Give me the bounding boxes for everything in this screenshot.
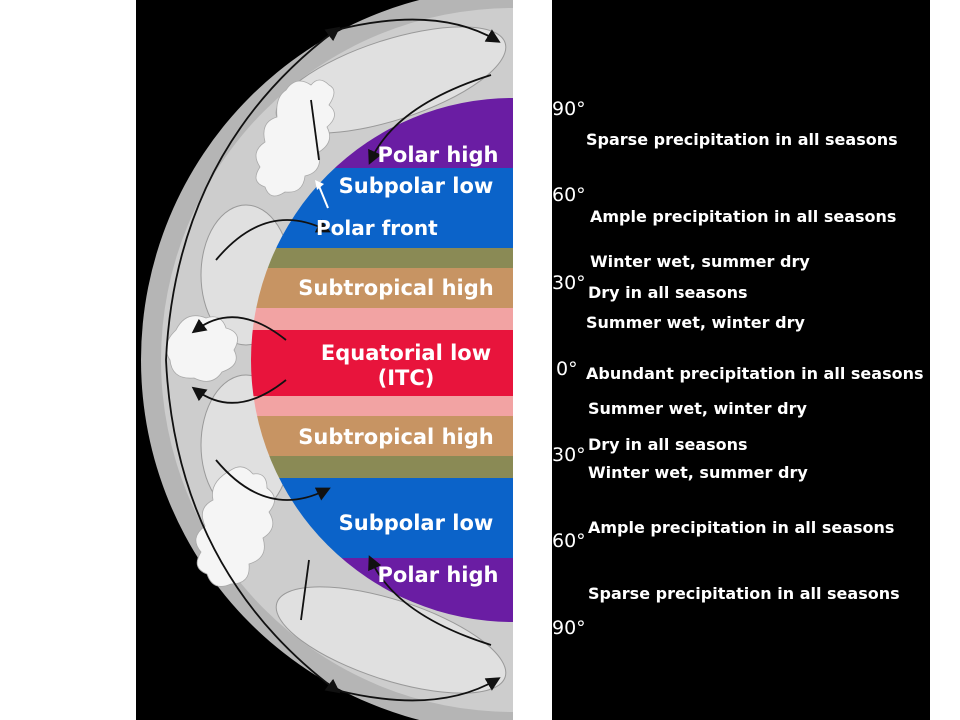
precipitation-label: Ample precipitation in all seasons <box>590 207 897 226</box>
latitude-label: 30° <box>552 272 586 294</box>
precipitation-label: Summer wet, winter dry <box>588 399 807 418</box>
label-subpolar-low-north: Subpolar low <box>339 174 494 198</box>
precipitation-panel: 90° 60° 30° 0° 30° 60° 90° Sparse precip… <box>552 0 930 720</box>
latitude-label: 90° <box>552 617 586 639</box>
circulation-arrows <box>165 18 501 702</box>
precipitation-label: Dry in all seasons <box>588 283 748 302</box>
latitude-label: 90° <box>552 98 586 120</box>
precipitation-label: Winter wet, summer dry <box>588 463 808 482</box>
latitude-label: 0° <box>556 358 578 380</box>
label-itc: (ITC) <box>378 366 435 390</box>
circulation-diagram-panel: Polar high Subpolar low Polar front Subt… <box>136 0 513 720</box>
band-subtropical-high-south <box>251 416 513 456</box>
latitude-label: 30° <box>552 444 586 466</box>
earth-circulation-diagram: Polar high Subpolar low Polar front Subt… <box>141 0 513 720</box>
cloud-shapes <box>165 79 335 587</box>
precipitation-label: Dry in all seasons <box>588 435 748 454</box>
label-subpolar-low-south: Subpolar low <box>339 511 494 535</box>
precipitation-label: Winter wet, summer dry <box>590 252 810 271</box>
label-polar-high-north: Polar high <box>378 143 499 167</box>
precipitation-label: Abundant precipitation in all seasons <box>586 364 924 383</box>
label-polar-front: Polar front <box>316 216 438 240</box>
precipitation-label: Sparse precipitation in all seasons <box>588 584 900 603</box>
label-equatorial-low: Equatorial low <box>321 341 491 365</box>
label-subtropical-high-north: Subtropical high <box>298 276 493 300</box>
label-polar-high-south: Polar high <box>378 563 499 587</box>
latitude-label: 60° <box>552 530 586 552</box>
polar-front-pointer <box>318 185 329 209</box>
precipitation-label: Ample precipitation in all seasons <box>588 518 895 537</box>
precipitation-label: Summer wet, winter dry <box>586 313 805 332</box>
band-subtropical-high-north <box>251 268 513 308</box>
precipitation-label: Sparse precipitation in all seasons <box>586 130 898 149</box>
label-subtropical-high-south: Subtropical high <box>298 425 493 449</box>
band-equatorial-low <box>251 330 513 396</box>
latitude-label: 60° <box>552 184 586 206</box>
